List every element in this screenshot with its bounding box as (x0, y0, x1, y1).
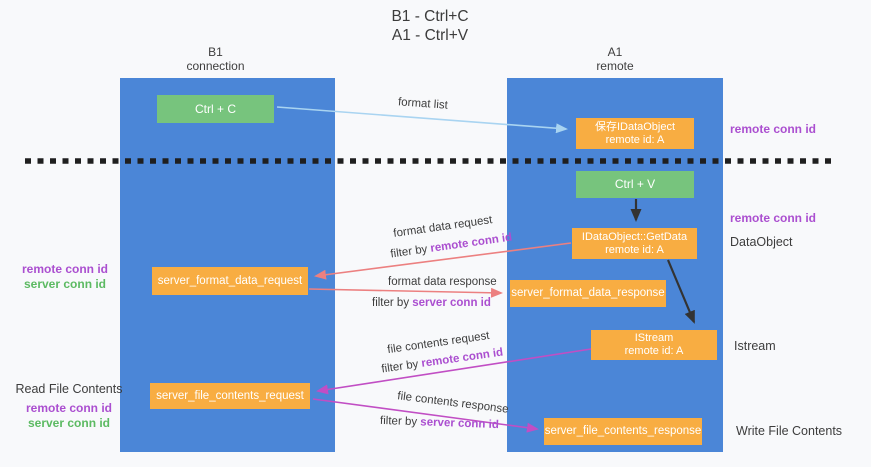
filter-by-text: filter by (372, 297, 413, 309)
margin-read-file-contents: Read File Contents (15, 382, 123, 396)
node-istream: IStream remote id: A (591, 330, 717, 360)
margin-remote-conn-id-mid: remote conn id (730, 211, 817, 225)
node-server-format-data-request: server_format_data_request (152, 267, 308, 295)
title-line-1: B1 - Ctrl+C (391, 8, 469, 25)
margin-remote-conn-id-top: remote conn id (730, 122, 817, 136)
format-data-response-arrow (308, 287, 503, 298)
format-list-arrow (276, 106, 568, 134)
lane-a1-role: remote (596, 59, 634, 73)
lane-header-a1: A1 remote (507, 45, 723, 73)
margin-write-file-contents: Write File Contents (736, 424, 843, 438)
node-server-file-contents-response-label: server_file_contents_response (544, 425, 702, 437)
margin-server-conn-id-left-bottom: server conn id (27, 416, 111, 430)
node-istream-line1: IStream (634, 332, 674, 344)
title-line-2: A1 - Ctrl+V (391, 27, 469, 44)
node-server-format-data-request-label: server_format_data_request (157, 274, 303, 287)
margin-remote-conn-id-left: remote conn id (21, 262, 108, 276)
file-contents-request-arrow (316, 348, 592, 395)
lane-header-b1: B1 connection (108, 45, 323, 73)
format-data-request-arrow (314, 242, 572, 280)
node-server-format-data-response-label: server_format_data_response (511, 287, 665, 299)
margin-istream: Istream (734, 339, 776, 353)
filter-by-text: filter by (379, 414, 421, 429)
node-idataobject-getdata: IDataObject::GetData remote id: A (572, 228, 697, 259)
node-save-idataobject-line1: 保存IDataObject (594, 120, 676, 133)
node-server-file-contents-response: server_file_contents_response (544, 418, 702, 445)
node-istream-line2: remote id: A (624, 345, 684, 357)
getdata-to-istream-arrow (666, 259, 696, 324)
lane-b1-name: B1 (208, 45, 223, 59)
margin-left-conn-ids-top: remote conn id server conn id (8, 262, 122, 292)
lane-b1-role: connection (186, 59, 245, 73)
node-save-idataobject-line2: remote id: A (605, 133, 665, 146)
node-getdata-line1: IDataObject::GetData (581, 230, 688, 243)
lane-a1-name: A1 (607, 45, 623, 59)
margin-server-conn-id-left: server conn id (23, 277, 107, 291)
margin-read-file-contents-group: Read File Contents (8, 382, 130, 397)
node-ctrl-v: Ctrl + V (576, 171, 694, 198)
label-format-data-response-filter: filter by server conn id (372, 297, 491, 309)
margin-left-conn-ids-bottom: remote conn id server conn id (8, 401, 130, 431)
node-save-idataobject: 保存IDataObject remote id: A (576, 118, 694, 149)
node-ctrl-c-label: Ctrl + C (194, 101, 236, 116)
server-conn-id-key: server conn id (412, 297, 491, 309)
node-getdata-line2: remote id: A (605, 243, 664, 256)
margin-dataobject: DataObject (730, 235, 793, 249)
node-ctrl-c: Ctrl + C (157, 95, 274, 123)
file-contents-response-arrow (312, 398, 539, 433)
margin-remote-conn-id-left-bottom: remote conn id (25, 401, 112, 415)
diagram-title: B1 - Ctrl+C A1 - Ctrl+V (0, 7, 860, 45)
label-format-data-response: format data response (388, 276, 497, 288)
node-server-file-contents-request-label: server_file_contents_request (156, 389, 304, 402)
node-server-file-contents-request: server_file_contents_request (150, 383, 310, 409)
node-server-format-data-response: server_format_data_response (510, 280, 666, 307)
node-ctrl-v-label: Ctrl + V (614, 177, 656, 191)
